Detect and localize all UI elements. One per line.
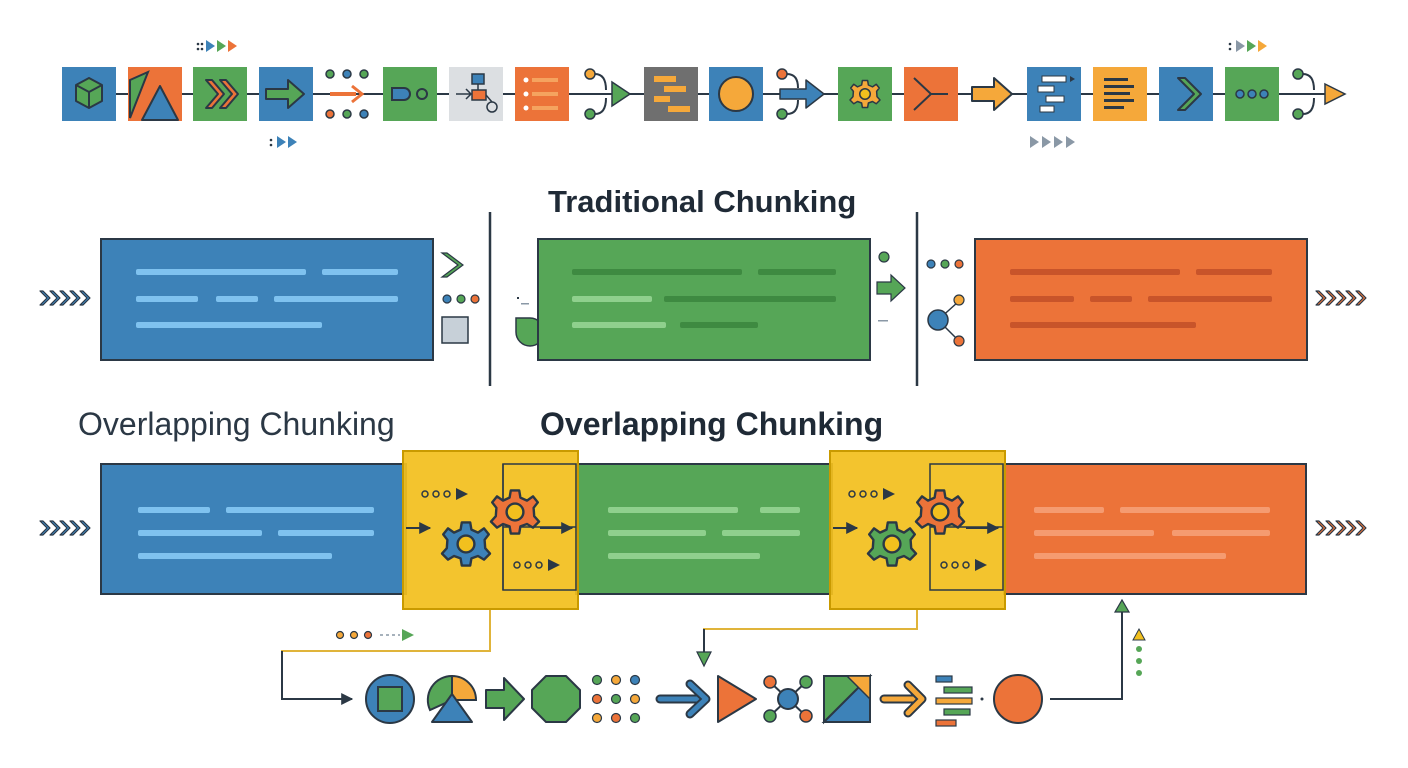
overlap-region — [829, 450, 1006, 610]
bar-list-icon — [935, 675, 984, 727]
connector-icon — [383, 67, 437, 121]
top-pipeline — [62, 40, 1347, 148]
dots-up-icon — [1132, 627, 1146, 676]
branch-arrow-icon — [1292, 68, 1347, 120]
chunk-orange — [974, 238, 1308, 361]
pie-triangle-icon — [426, 674, 478, 723]
gear-icon — [914, 489, 966, 535]
list-icon — [515, 67, 569, 121]
gantt-icon — [644, 67, 698, 121]
chevron-right-icon — [1159, 67, 1213, 121]
network-icon — [926, 259, 965, 347]
small-arrows-icon — [1030, 136, 1075, 148]
dots-arrow-icon — [513, 559, 560, 571]
chunk-green — [537, 238, 871, 361]
arrow-right-icon — [259, 67, 313, 121]
document-icon — [1093, 67, 1147, 121]
dots-arrow-icon — [848, 488, 895, 500]
octagon-icon — [531, 675, 581, 723]
flowchart-icon — [449, 67, 503, 121]
gear-icon — [440, 521, 492, 567]
arrow-right-icon — [971, 77, 1013, 111]
arrow-right-icon — [879, 680, 927, 718]
dots-arrow-icon — [335, 629, 414, 641]
dots-arrow-icon — [421, 488, 468, 500]
dots-arrow-icon — [940, 559, 987, 571]
overlap-region — [402, 450, 579, 610]
small-arrows-icon — [196, 40, 237, 52]
merge-arrow-icon — [776, 68, 825, 120]
output-chevrons-icon — [1315, 290, 1367, 306]
title-overlapping-chunking-left: Overlapping Chunking — [78, 406, 395, 442]
connector-line — [703, 610, 918, 660]
overlap-chunk-blue — [100, 463, 407, 595]
branch-arrow-icon — [584, 68, 632, 120]
overlap-chunk-green — [575, 463, 833, 595]
dot-grid-icon — [591, 674, 641, 724]
chunk-blue — [100, 238, 434, 361]
output-chevrons-icon — [1315, 520, 1367, 536]
shapes-icon — [128, 67, 182, 121]
triangle-icon — [717, 675, 757, 723]
bar-list-icon — [1027, 67, 1081, 121]
split-square-icon — [821, 673, 873, 725]
small-arrows-icon — [1228, 40, 1267, 52]
arrow-icons-group — [876, 251, 906, 322]
overlap-chunk-orange — [1003, 463, 1307, 595]
gear-icon — [866, 521, 918, 567]
network-icon — [763, 675, 813, 723]
small-arrows-icon — [269, 136, 297, 148]
overlapping-chunking-row — [39, 450, 1367, 610]
dot-grid-icon — [325, 69, 369, 119]
title-traditional-chunking: Traditional Chunking — [548, 184, 857, 219]
square-in-circle-icon — [365, 674, 415, 724]
title-overlapping-chunking-center: Overlapping Chunking — [540, 406, 884, 442]
circle-icon — [993, 674, 1043, 724]
cube-icon — [62, 67, 116, 121]
input-chevrons-icon — [39, 290, 91, 306]
input-chevrons-icon — [39, 520, 91, 536]
bottom-pipeline — [281, 598, 1146, 727]
arrow-right-icon — [485, 677, 525, 721]
split-icon — [904, 67, 958, 121]
dots-icon — [1225, 67, 1279, 121]
gear-icon — [838, 67, 892, 121]
circle-icon — [709, 67, 763, 121]
traditional-chunking-row — [39, 212, 1367, 386]
small-icons-group — [440, 252, 480, 344]
gear-icon — [489, 489, 541, 535]
arrow-right-icon — [655, 679, 711, 719]
chevron-right-icon — [193, 67, 247, 121]
